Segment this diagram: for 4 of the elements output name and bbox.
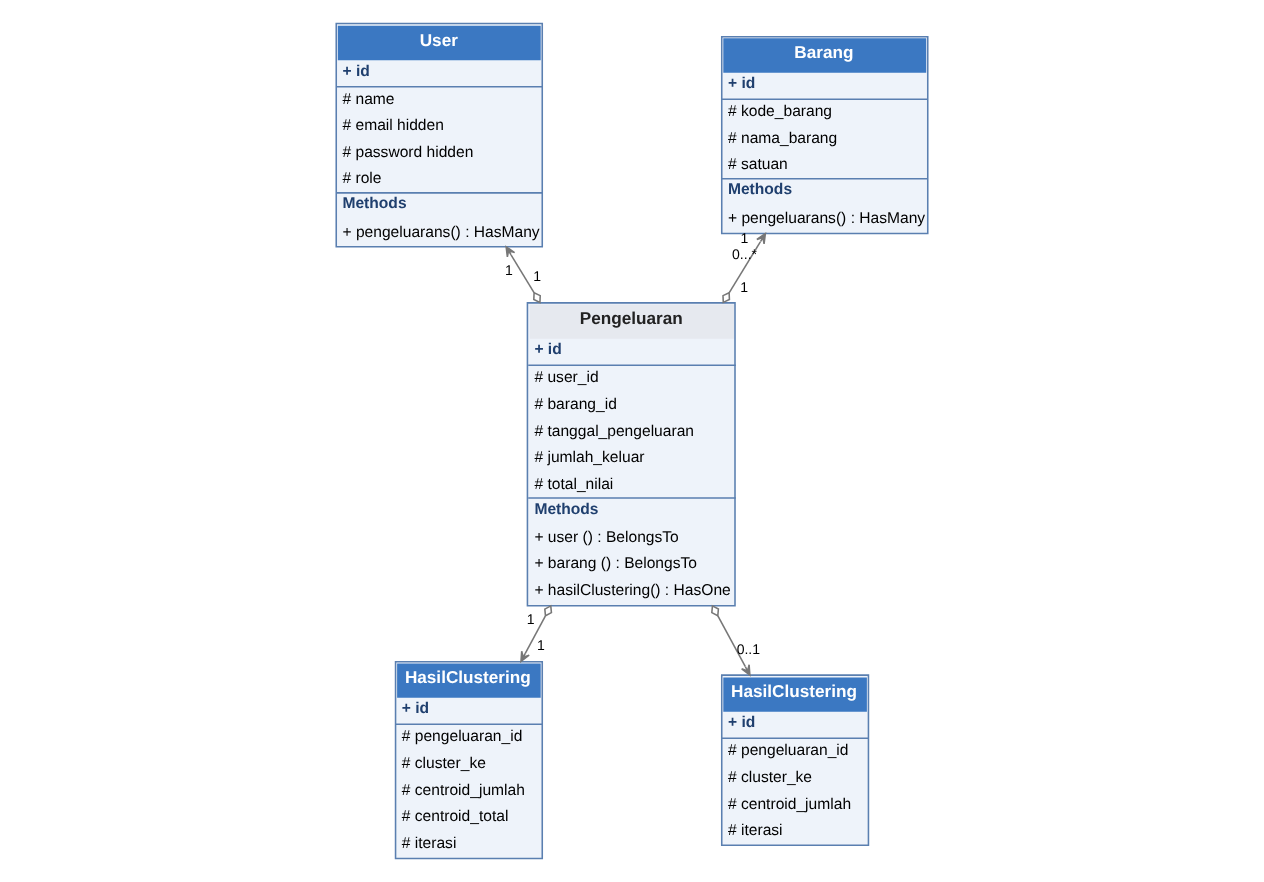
arrow xyxy=(722,232,767,304)
arrow xyxy=(711,604,751,676)
arrow xyxy=(520,604,553,663)
arrow xyxy=(505,245,541,304)
